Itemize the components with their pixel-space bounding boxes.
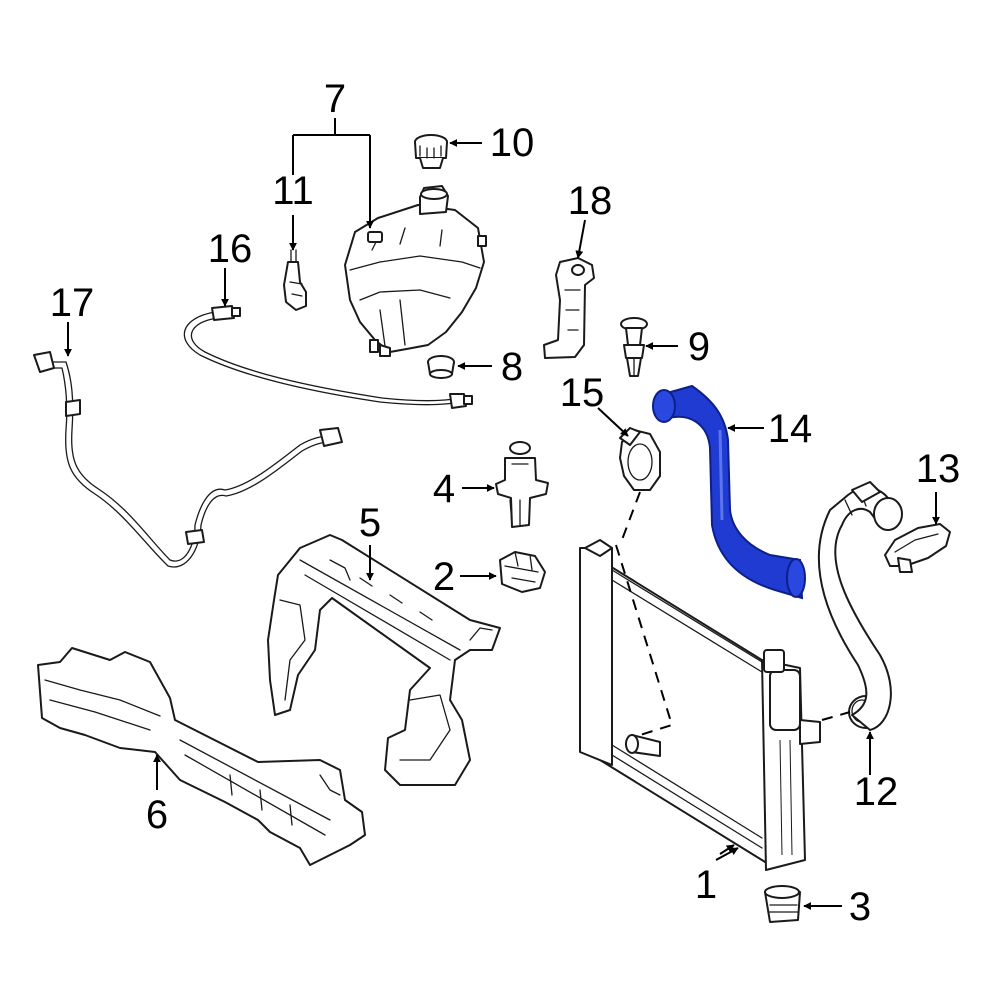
callout-11[interactable]: 11 xyxy=(272,169,314,213)
coolant-pipe[interactable] xyxy=(33,351,343,568)
callout-6[interactable]: 6 xyxy=(146,793,168,837)
callout-8[interactable]: 8 xyxy=(501,345,523,389)
hose-bracket[interactable] xyxy=(543,257,595,359)
callout-18[interactable]: 18 xyxy=(568,179,613,223)
bracket-clip[interactable] xyxy=(495,441,549,528)
callout-5[interactable]: 5 xyxy=(359,501,381,545)
callout-16[interactable]: 16 xyxy=(208,227,253,271)
alignment-dash-15 xyxy=(619,491,641,546)
overflow-line[interactable] xyxy=(183,305,473,409)
reservoir-cap[interactable] xyxy=(414,134,448,169)
callout-7[interactable]: 7 xyxy=(324,77,346,121)
lower-radiator-hose[interactable] xyxy=(817,481,903,731)
radiator-mount[interactable] xyxy=(499,551,546,593)
callout-12[interactable]: 12 xyxy=(854,770,899,814)
callout-3[interactable]: 3 xyxy=(849,885,871,929)
hose-clamp-upper[interactable] xyxy=(884,523,951,573)
alignment-dash-12 xyxy=(821,711,851,721)
callout-9[interactable]: 9 xyxy=(688,325,710,369)
alignment-dash-radiator xyxy=(615,544,674,736)
upper-radiator-hose-highlighted[interactable] xyxy=(652,384,806,600)
lower-mount[interactable] xyxy=(764,885,801,923)
level-sensor[interactable] xyxy=(283,249,307,311)
callout-15[interactable]: 15 xyxy=(560,371,605,415)
callout-2[interactable]: 2 xyxy=(433,555,455,599)
callout-4[interactable]: 4 xyxy=(433,467,455,511)
callout-17[interactable]: 17 xyxy=(50,281,95,325)
lower-splash-shield[interactable] xyxy=(37,647,366,866)
radiator-support-frame[interactable] xyxy=(267,534,501,786)
callout-10[interactable]: 10 xyxy=(490,121,535,165)
tank-grommet[interactable] xyxy=(427,355,455,379)
radiator[interactable] xyxy=(579,539,821,871)
leader-lines xyxy=(64,118,940,910)
callout-14[interactable]: 14 xyxy=(768,407,813,451)
callout-1[interactable]: 1 xyxy=(695,863,717,907)
callout-13[interactable]: 13 xyxy=(916,447,961,491)
push-pin-clip[interactable] xyxy=(620,317,648,377)
hose-clamp-15[interactable] xyxy=(619,427,661,491)
coolant-expansion-tank[interactable] xyxy=(344,185,487,357)
